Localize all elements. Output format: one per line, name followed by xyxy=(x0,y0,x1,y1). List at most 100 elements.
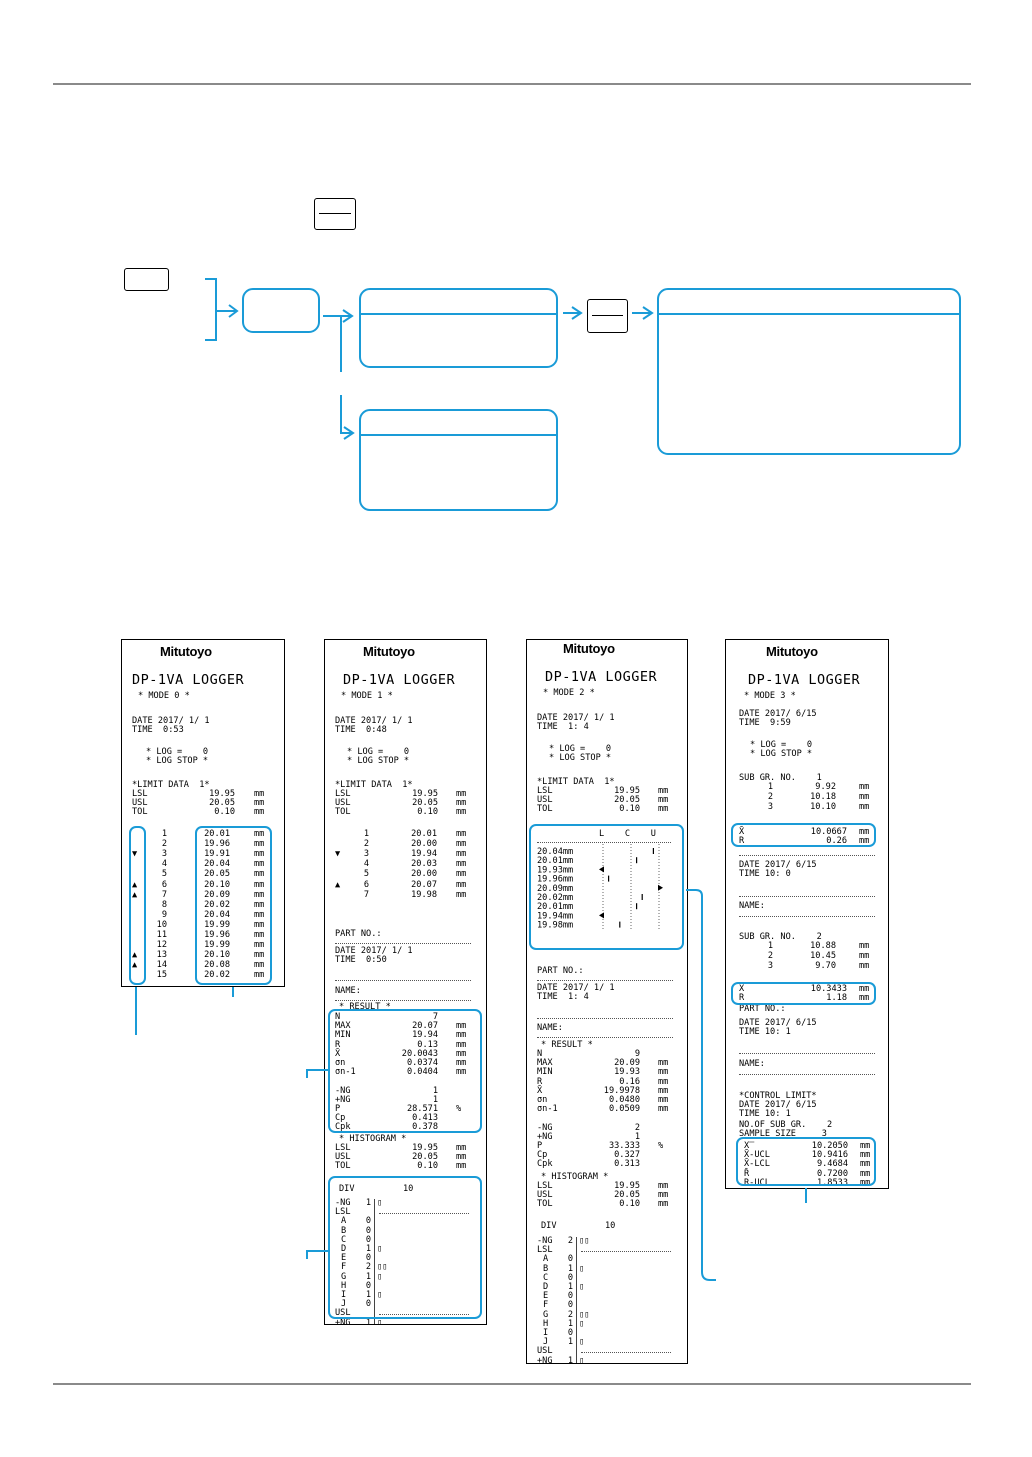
stat-value: 0.10 xyxy=(417,1161,438,1172)
row-number: 6 xyxy=(363,879,369,890)
sample-value: 10.88 xyxy=(810,941,836,951)
stat-unit: mm xyxy=(658,795,669,806)
limit-line xyxy=(379,1213,469,1215)
row-unit: mm xyxy=(254,930,265,940)
graph-value: 19.94mm xyxy=(537,911,573,921)
stat-unit: mm xyxy=(658,1104,669,1115)
stat-value: 19.95 xyxy=(412,1143,438,1153)
stat-value: 1 xyxy=(432,1085,438,1096)
hist-count: 1 xyxy=(365,1244,371,1254)
printout-title: DP-1VA LOGGER xyxy=(132,672,245,688)
stat-value: 19.95 xyxy=(209,789,235,799)
divider xyxy=(537,980,673,981)
hist-class-label: E xyxy=(543,1291,549,1302)
row-value: 20.08 xyxy=(204,960,230,971)
print-date: DATE 2017/ 1/ 1 xyxy=(335,716,413,726)
row-value: 20.00 xyxy=(411,839,437,850)
row-unit: mm xyxy=(254,919,265,930)
row-number: 12 xyxy=(156,940,167,951)
hist-bar: ▯▯ xyxy=(579,1309,590,1320)
row-number: 7 xyxy=(363,889,369,900)
log-stop: * LOG STOP * xyxy=(549,753,612,763)
row-value: 20.09 xyxy=(204,889,230,900)
stat-label: -NG xyxy=(537,1122,553,1133)
hist-class-label: I xyxy=(543,1328,549,1338)
stat-value: 0.0404 xyxy=(406,1067,438,1078)
stat-unit: mm xyxy=(860,1150,871,1161)
flow-diagram-connectors xyxy=(205,278,654,440)
hist-count: 1 xyxy=(567,1263,573,1274)
row-unit: mm xyxy=(254,899,265,910)
no-of-sub-groups: NO.OF SUB GR. 2 xyxy=(739,1120,833,1130)
hist-count: 1 xyxy=(567,1337,573,1348)
stat-unit: mm xyxy=(456,1048,467,1059)
below-limit-marker xyxy=(599,912,604,919)
hist-class-label: C xyxy=(543,1272,549,1283)
stat-label: LSL xyxy=(537,1181,553,1191)
hist-class-label: H xyxy=(341,1280,347,1291)
stat-value: 19.95 xyxy=(412,789,438,799)
stat-label: Cpk xyxy=(335,1122,351,1133)
hist-class-label: J xyxy=(543,1337,549,1348)
ng-mark: ▼ xyxy=(132,849,138,860)
stat-unit: mm xyxy=(456,1058,467,1068)
stat-unit: mm xyxy=(254,798,265,809)
row-number: 15 xyxy=(156,970,167,981)
hist-class-label: G xyxy=(543,1309,549,1320)
hist-bar: ▯ xyxy=(579,1337,585,1348)
hist-bar: ▯ xyxy=(377,1290,383,1300)
row-value: 19.99 xyxy=(204,919,230,930)
row-value: 19.99 xyxy=(204,940,230,951)
row-number: 3 xyxy=(363,849,369,860)
hist-class-label: H xyxy=(543,1318,549,1329)
stat-value: 1 xyxy=(634,1131,640,1142)
row-value: 20.01 xyxy=(411,829,437,839)
sample-unit: mm xyxy=(859,951,870,961)
stat-label: TOL xyxy=(335,807,351,818)
log-stop: * LOG STOP * xyxy=(347,756,410,766)
stat-label: P xyxy=(537,1141,543,1151)
stat-label: X̄-LCL xyxy=(744,1159,770,1170)
hist-count: 0 xyxy=(567,1272,573,1283)
result-box xyxy=(359,288,558,368)
hist-bar: ▯▯ xyxy=(579,1236,590,1246)
stat-unit: mm xyxy=(254,789,265,799)
print-time-2: TIME 10: 0 xyxy=(739,869,791,879)
hist-bar: ▯ xyxy=(377,1317,383,1325)
stat-value: 0.10 xyxy=(214,807,235,818)
result-title: * RESULT * xyxy=(339,1002,391,1012)
stat-label: N xyxy=(335,1012,341,1022)
print-date-2: DATE 2017/ 6/15 xyxy=(739,860,817,870)
row-unit: mm xyxy=(456,829,467,839)
graph-value: 20.01mm xyxy=(537,856,573,866)
stat-unit: mm xyxy=(456,1021,467,1032)
printout-title: DP-1VA LOGGER xyxy=(748,672,861,688)
stat-label: R xyxy=(537,1076,543,1087)
row-number: 9 xyxy=(161,909,167,920)
below-limit-marker xyxy=(599,866,604,873)
stat-unit: mm xyxy=(859,993,870,1004)
row-number: 1 xyxy=(363,829,369,839)
stat-label: TOL xyxy=(335,1161,351,1172)
hist-class-label: +NG xyxy=(335,1317,351,1325)
hist-count: 1 xyxy=(567,1282,573,1292)
limit-line xyxy=(581,1352,671,1354)
control-limit-highlight xyxy=(736,1137,876,1186)
tolerance-graph: 20.04mm20.01mm19.93mm19.96mm20.09mm20.02… xyxy=(537,844,663,931)
stat-label: R xyxy=(739,993,745,1004)
graph-value: 20.01mm xyxy=(537,902,573,912)
sample-unit: mm xyxy=(859,961,870,971)
stat-value: 19.95 xyxy=(614,1181,640,1191)
stat-label: TOL xyxy=(537,804,553,815)
control-time: TIME 10: 1 xyxy=(739,1109,791,1119)
stat-label: +NG xyxy=(335,1094,351,1105)
stat-value: 19.93 xyxy=(614,1067,640,1078)
hist-count: 1 xyxy=(365,1317,371,1325)
sample-number: 2 xyxy=(767,951,773,961)
stat-unit: % xyxy=(658,1141,664,1151)
stat-label: R xyxy=(335,1039,341,1050)
row-value: 19.98 xyxy=(411,889,437,900)
sub-group-title: SUB GR. NO. 1 xyxy=(739,773,822,783)
print-key-icon xyxy=(314,198,356,230)
stat-label: σn xyxy=(335,1058,346,1068)
